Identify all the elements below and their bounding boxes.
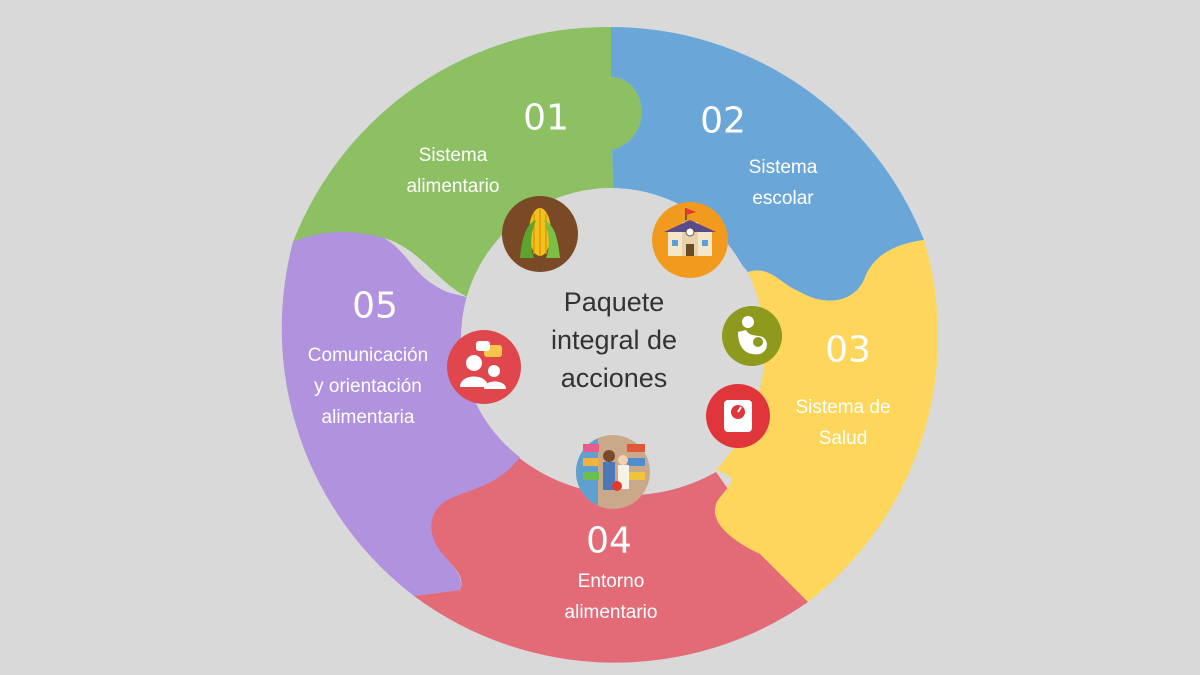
segment-04-label: Entorno alimentario bbox=[564, 571, 658, 623]
segment-05-label: Comunicación y orientación alimentaria bbox=[307, 345, 429, 428]
segment-05 bbox=[281, 228, 520, 596]
segment-02-number: 02 bbox=[700, 100, 746, 142]
segment-04-number: 04 bbox=[586, 520, 632, 562]
segment-02-label: Sistema escolar bbox=[748, 157, 818, 209]
segment-03-label: Sistema de Salud bbox=[795, 397, 891, 449]
supermarket-photo-icon bbox=[576, 435, 650, 509]
segment-02 bbox=[611, 27, 924, 301]
segment-03-number: 03 bbox=[825, 329, 871, 371]
segment-04 bbox=[414, 457, 808, 663]
segment-01 bbox=[293, 26, 642, 298]
corn-icon bbox=[502, 196, 580, 274]
center-title: Paquete integral de acciones bbox=[550, 287, 678, 393]
breastfeeding-icon bbox=[722, 306, 782, 366]
segment-01-label: Sistema alimentario bbox=[406, 145, 500, 197]
people-chat-icon bbox=[447, 330, 522, 405]
segment-05-number: 05 bbox=[352, 285, 398, 327]
weighing-scale-icon bbox=[706, 384, 770, 448]
school-icon bbox=[652, 202, 728, 278]
segment-01-number: 01 bbox=[523, 97, 569, 139]
